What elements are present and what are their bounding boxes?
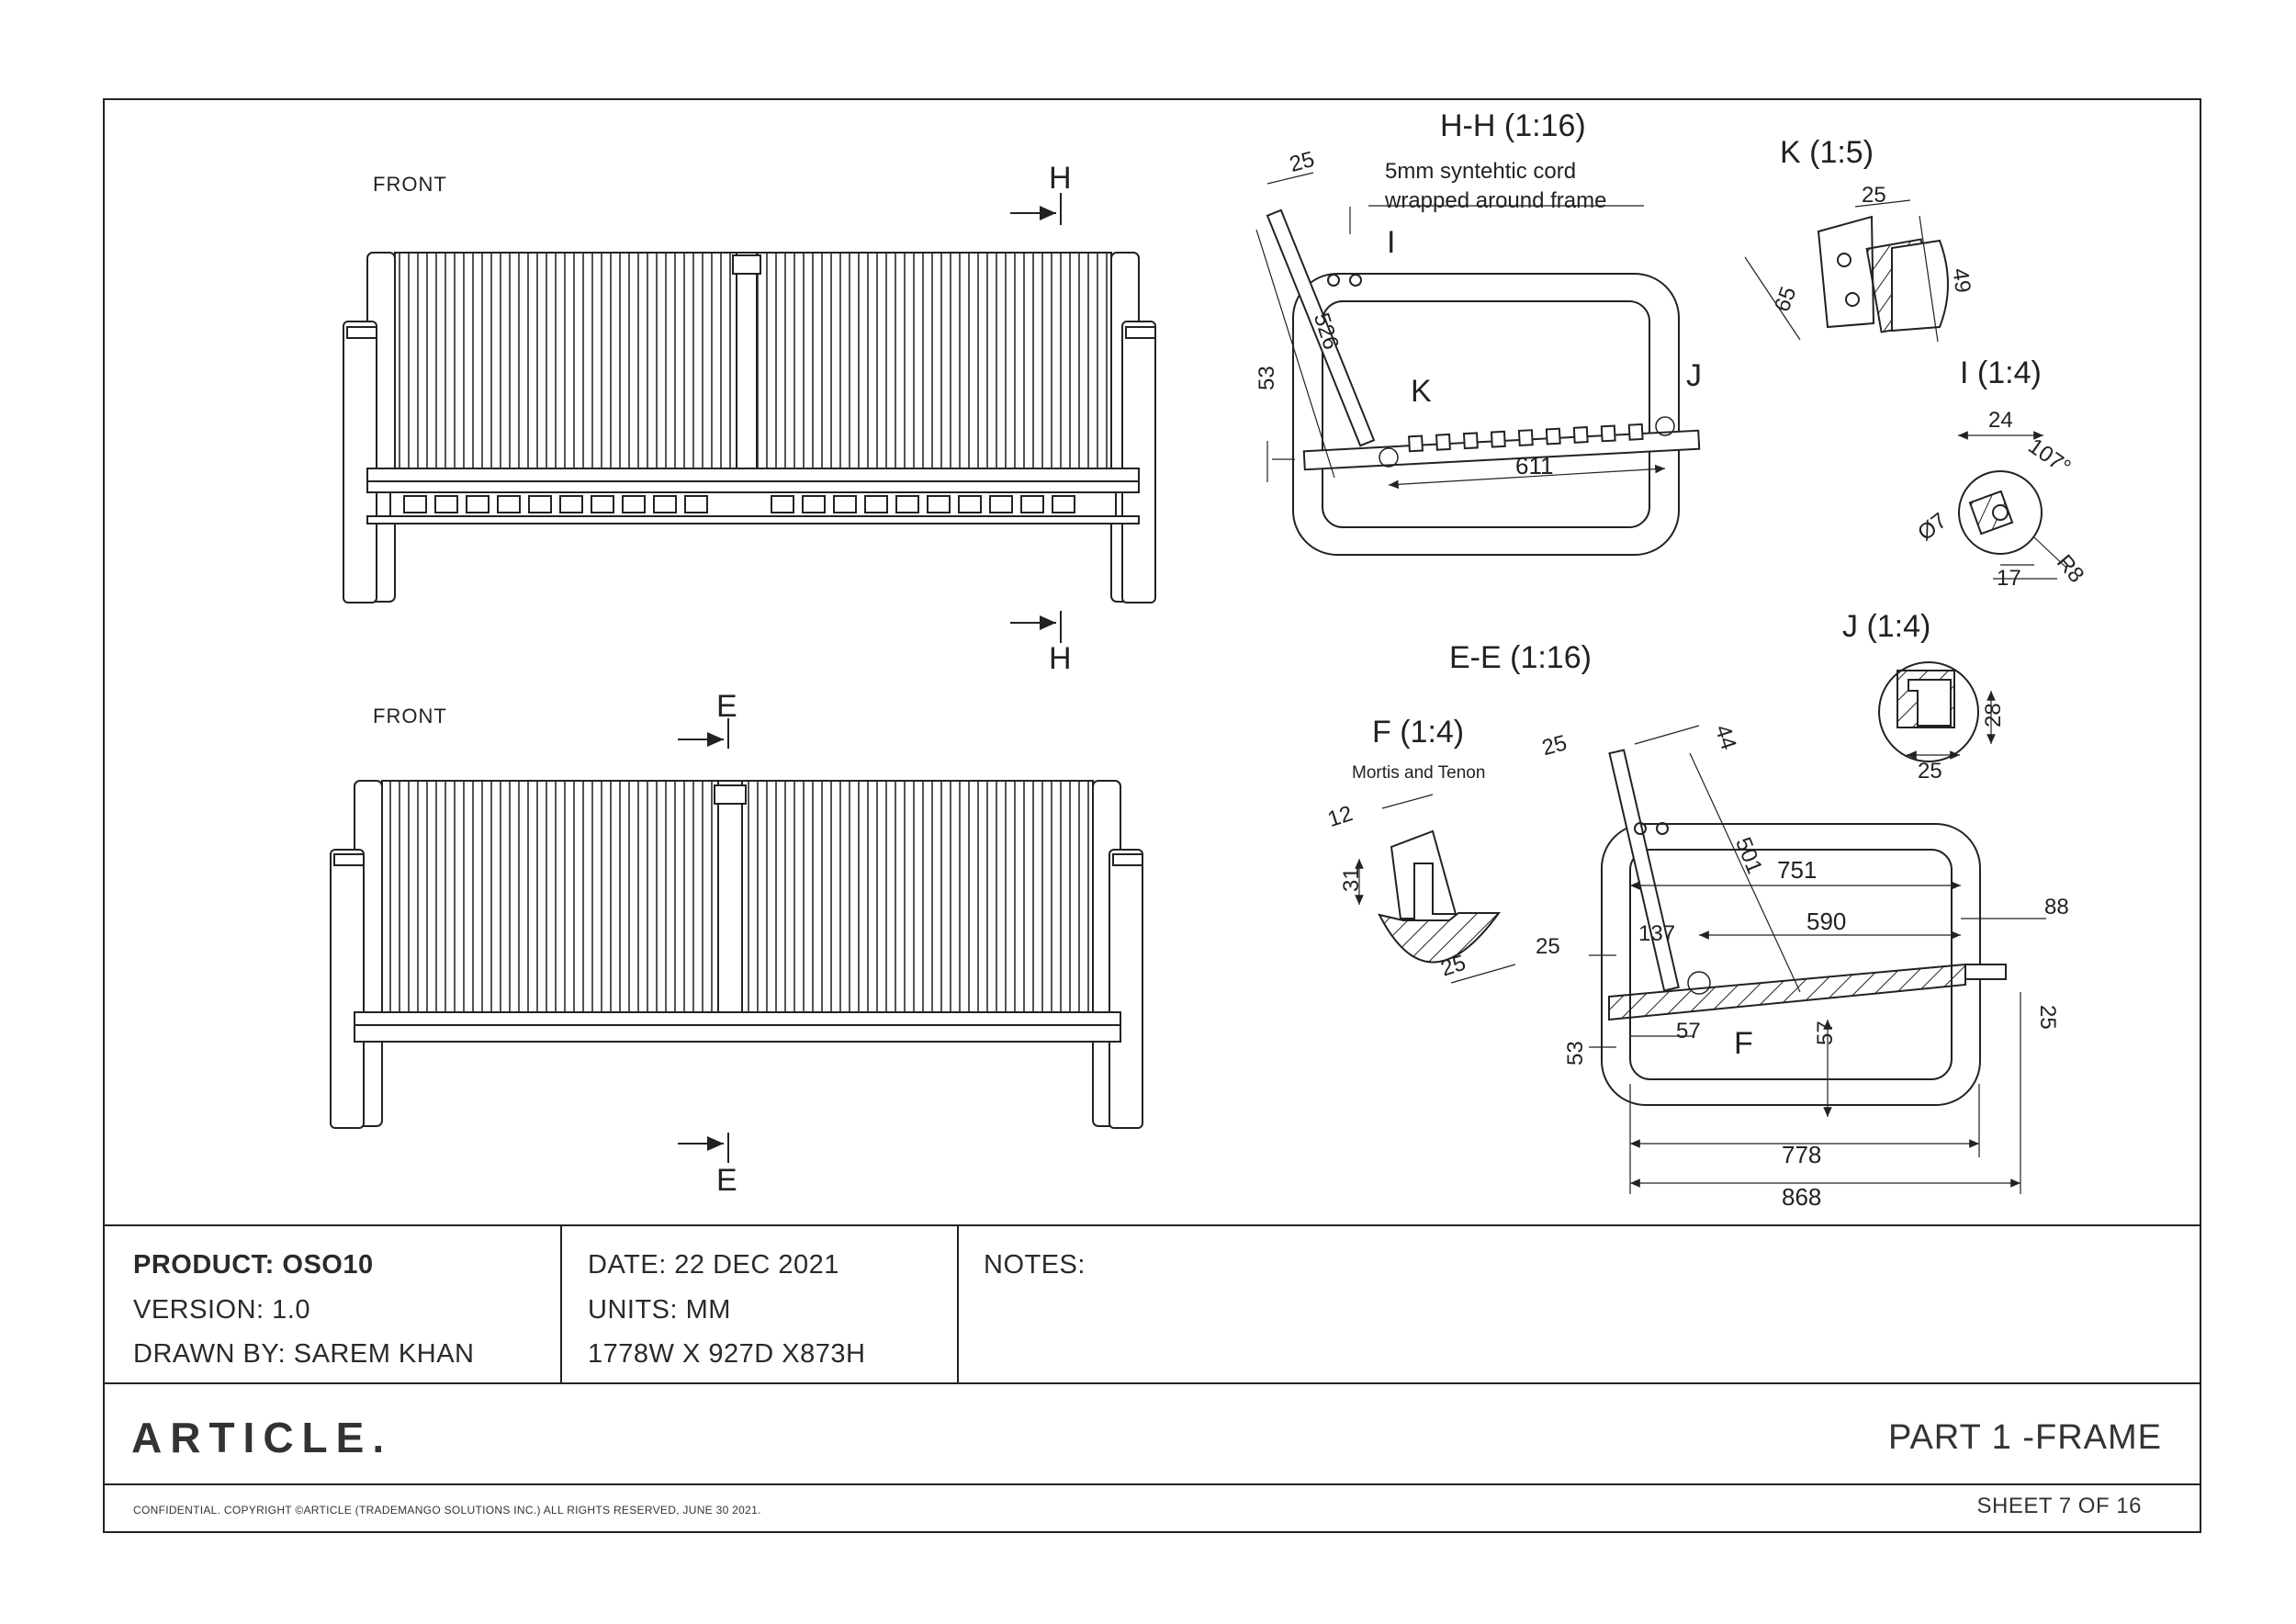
dim-ee-25c: 25 xyxy=(2035,1005,2060,1030)
dim-f-31: 31 xyxy=(1339,867,1364,892)
front-view-bottom xyxy=(330,780,1143,1129)
dim-hh-526: 526 xyxy=(1309,310,1344,352)
dim-ee-44: 44 xyxy=(1710,722,1741,753)
dim-ee-25a: 25 xyxy=(1539,730,1570,761)
dim-f-12: 12 xyxy=(1324,801,1356,832)
section-hh-title: H-H (1:16) xyxy=(1440,108,1586,143)
detail-f-drawing xyxy=(1355,794,1516,984)
section-letter-e-top: E xyxy=(716,689,737,724)
section-hh-note-1: 5mm syntehtic cord xyxy=(1385,159,1576,184)
dim-i-17: 17 xyxy=(1997,566,2021,591)
dim-ee-778: 778 xyxy=(1782,1141,1821,1168)
dim-k-25: 25 xyxy=(1862,183,1886,208)
dim-j-28: 28 xyxy=(1981,703,2006,727)
units-field: UNITS: MM xyxy=(588,1295,731,1325)
part-title: PART 1 -FRAME xyxy=(1887,1418,2162,1457)
callout-hh-j: J xyxy=(1686,358,1702,393)
section-letter-h-bottom: H xyxy=(1049,641,1072,676)
dim-ee-590: 590 xyxy=(1806,908,1846,935)
dimensions-field: 1778W X 927D X873H xyxy=(588,1339,866,1369)
dim-ee-751: 751 xyxy=(1777,856,1817,884)
sheet-number: SHEET 7 OF 16 xyxy=(1976,1494,2142,1518)
dim-ee-137: 137 xyxy=(1638,921,1675,946)
copyright-notice: CONFIDENTIAL. COPYRIGHT ©ARTICLE (TRADEM… xyxy=(133,1504,761,1517)
callout-ee-f: F xyxy=(1734,1026,1753,1061)
section-letter-h-top: H xyxy=(1049,161,1072,196)
detail-k-drawing xyxy=(1744,199,1949,343)
notes-label: NOTES: xyxy=(984,1250,1086,1280)
dim-hh-53: 53 xyxy=(1255,366,1279,390)
section-hh-drawing xyxy=(1255,172,1701,556)
dim-k-49: 49 xyxy=(1947,266,1975,294)
dim-i-dia: Ø7 xyxy=(1913,508,1952,546)
front-label-bottom: FRONT xyxy=(373,705,447,727)
dim-ee-868: 868 xyxy=(1782,1183,1821,1211)
detail-i-drawing xyxy=(1958,431,2067,580)
callout-hh-k: K xyxy=(1411,374,1432,409)
front-view-top xyxy=(343,252,1156,603)
section-marker-e-top xyxy=(678,718,729,749)
detail-j-title: J (1:4) xyxy=(1842,609,1930,644)
dim-i-angle: 107° xyxy=(2023,434,2075,480)
detail-f-subtitle: Mortis and Tenon xyxy=(1352,763,1485,783)
brand-logo: ARTICLE. xyxy=(131,1414,393,1461)
section-letter-e-bottom: E xyxy=(716,1163,737,1198)
front-label-top: FRONT xyxy=(373,173,447,196)
dim-ee-88: 88 xyxy=(2044,895,2069,919)
dim-hh-611: 611 xyxy=(1515,452,1553,479)
date-field: DATE: 22 DEC 2021 xyxy=(588,1250,839,1280)
version-field: VERSION: 1.0 xyxy=(133,1295,310,1325)
section-ee-drawing xyxy=(1589,725,2046,1194)
detail-i-title: I (1:4) xyxy=(1960,355,2042,390)
dim-i-24: 24 xyxy=(1988,408,2013,433)
section-hh-note-2: wrapped around frame xyxy=(1384,188,1606,213)
dim-k-65: 65 xyxy=(1770,284,1802,315)
section-ee-title: E-E (1:16) xyxy=(1449,640,1592,675)
dim-j-25: 25 xyxy=(1918,759,1942,784)
dim-ee-57a: 57 xyxy=(1676,1019,1701,1043)
dim-ee-25b: 25 xyxy=(1536,934,1560,959)
product-field: PRODUCT: OSO10 xyxy=(133,1250,374,1280)
detail-k-title: K (1:5) xyxy=(1780,135,1874,170)
section-marker-e-bottom xyxy=(678,1133,729,1163)
dim-ee-53: 53 xyxy=(1563,1041,1588,1066)
callout-hh-i: I xyxy=(1387,225,1395,260)
sheet-border xyxy=(103,98,2201,1533)
dim-i-radius: R8 xyxy=(2052,550,2088,588)
dim-ee-57b: 57 xyxy=(1813,1021,1838,1045)
dim-ee-501: 501 xyxy=(1730,834,1767,877)
detail-f-title: F (1:4) xyxy=(1372,715,1464,750)
drawn-by-field: DRAWN BY: SAREM KHAN xyxy=(133,1339,475,1369)
section-marker-h-bottom xyxy=(1010,611,1062,643)
section-marker-h-top xyxy=(1010,193,1062,225)
detail-j-drawing xyxy=(1878,661,1996,762)
